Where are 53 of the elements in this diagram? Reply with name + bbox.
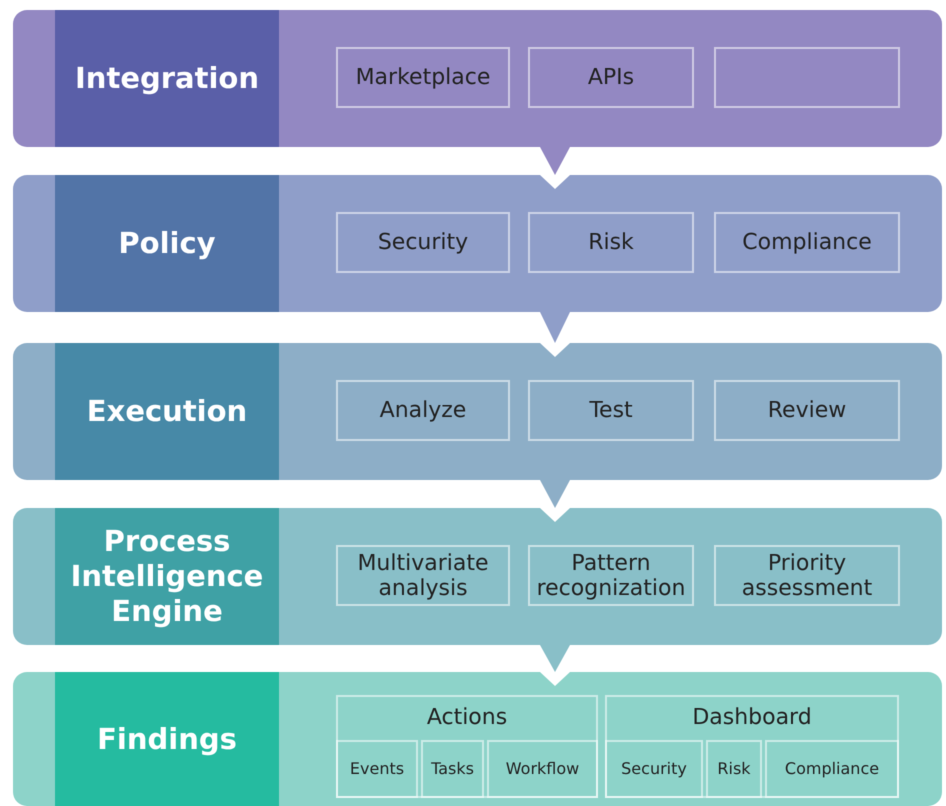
item-box [706,740,762,798]
item-label: APIs [586,65,636,90]
item-box [714,545,900,606]
item-label: Multivariate analysis [356,550,490,600]
chevron-arrow [540,480,570,508]
group-box [605,695,899,798]
item-box [528,545,694,606]
layer-title: Integration [74,61,260,96]
layer-title: Findings [96,722,238,756]
layer-title: Process Intelligence Engine [70,524,264,629]
layer-band [13,343,942,480]
item-box [336,212,510,273]
item-label: Events [348,759,406,779]
layer-band [13,175,942,312]
chevron-arrow [540,312,570,343]
item-box [714,380,900,441]
layer-band [13,672,942,806]
item-label: Compliance [741,230,873,255]
item-box [528,380,694,441]
group-box [336,695,598,798]
item-box [421,740,484,798]
item-label: Analyze [378,398,468,423]
item-box [528,212,694,273]
item-label: Marketplace [354,65,492,90]
layer-title: Policy [117,226,217,261]
item-label: Security [376,230,470,255]
layer-band [13,508,942,645]
item-box [336,380,510,441]
item-box [336,545,510,606]
item-box [765,740,899,798]
chevron-arrow [540,147,570,175]
item-label: Workflow [504,759,580,779]
chevron-arrow [540,645,570,672]
item-box [336,47,510,108]
group-heading: Actions [426,705,508,731]
layer-band [13,10,942,147]
item-box [487,740,598,798]
item-box [714,212,900,273]
item-label: Pattern recognization [536,550,686,600]
item-label: Security [620,759,688,779]
layer-title: Execution [86,394,248,429]
item-box [528,47,694,108]
item-label: Compliance [784,759,880,779]
item-label: Test [588,398,634,423]
group-heading: Dashboard [691,705,813,731]
empty-box [714,47,900,108]
item-label: Review [766,398,848,423]
item-box [605,740,703,798]
item-box [336,740,418,798]
item-label: Risk [716,759,752,779]
item-label: Priority assessment [740,550,874,600]
item-label: Tasks [430,759,475,779]
item-label: Risk [587,230,635,255]
